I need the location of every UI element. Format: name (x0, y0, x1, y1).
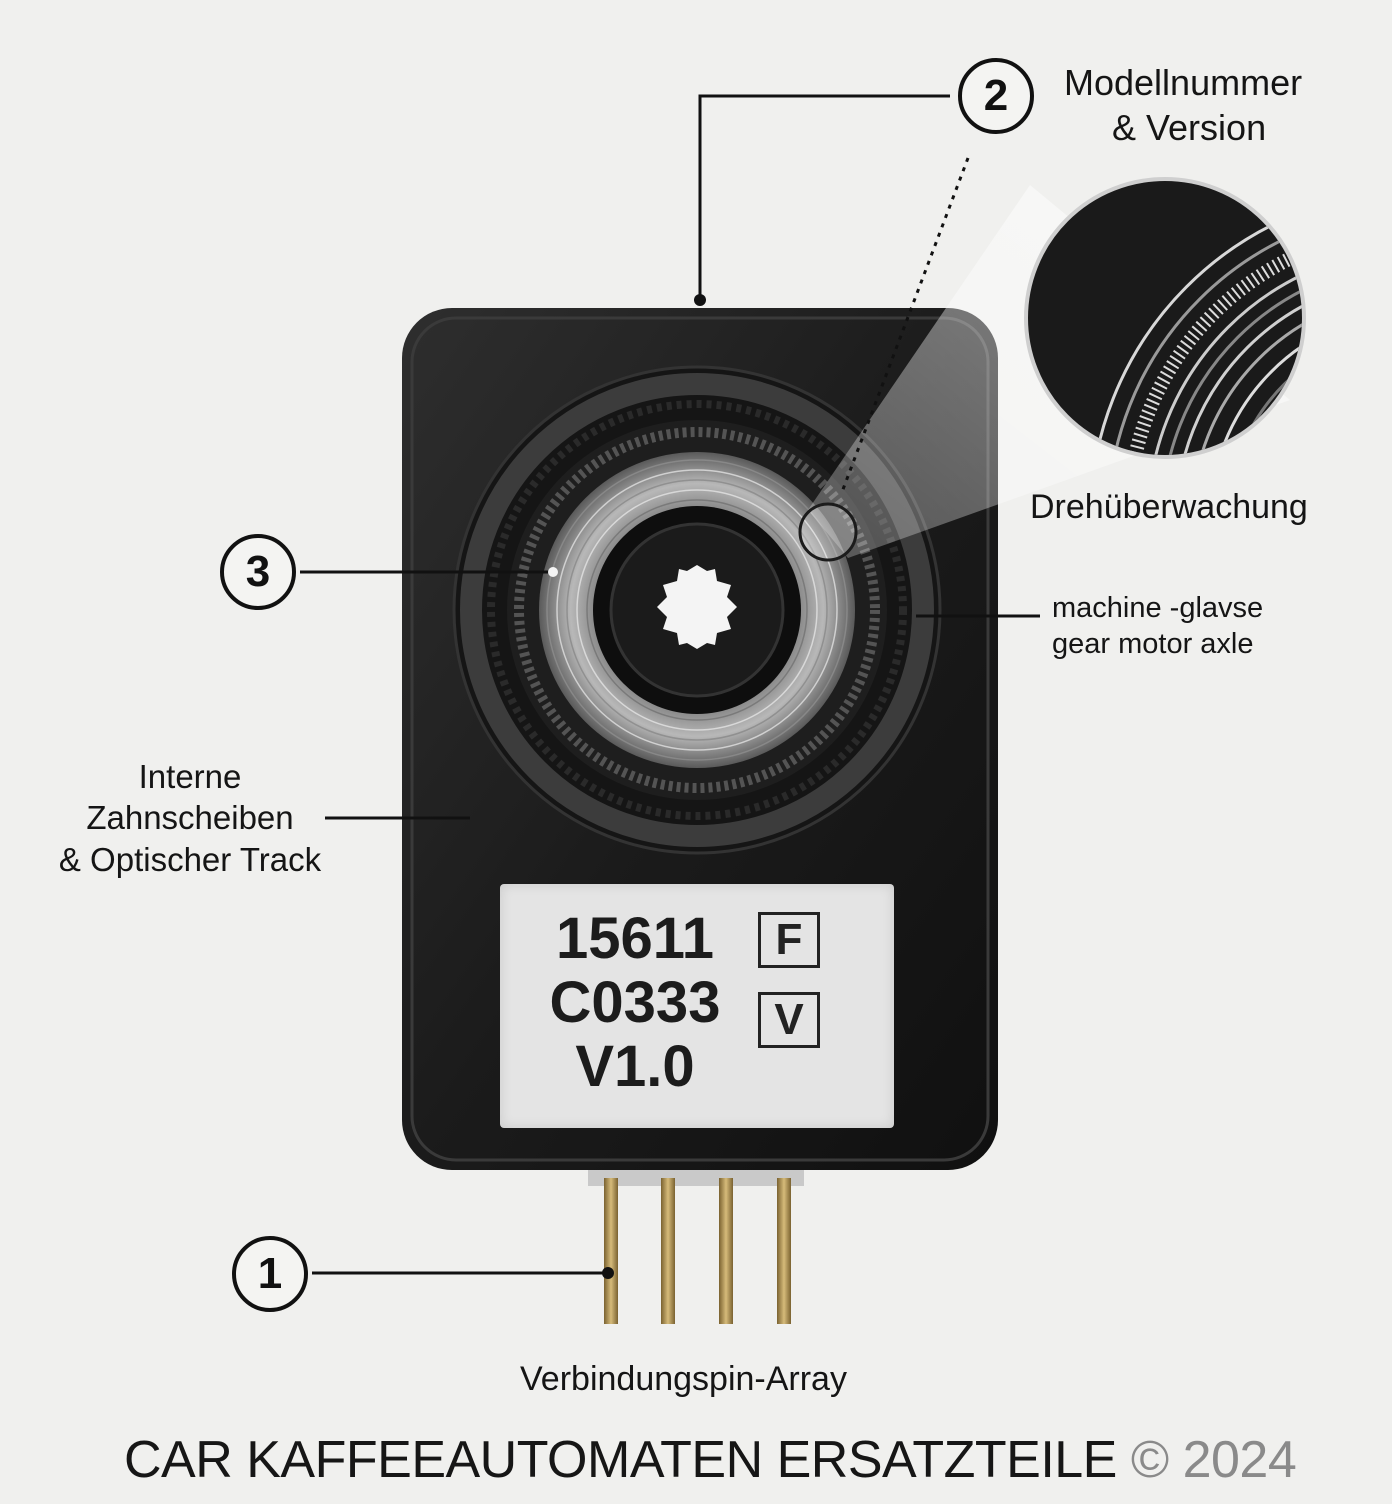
connector-pins (588, 1164, 804, 1324)
model-sticker: 15611 C0333 V1.0 F V (500, 884, 894, 1128)
part-code: C0333 (549, 970, 721, 1035)
callout-1: 1 (232, 1236, 308, 1312)
label-model-version: Modellnummer & Version (1064, 60, 1302, 150)
label-internal-line1: Interne (138, 758, 242, 795)
footer: CAR KAFFEEAUTOMATEN ERSATZTEILE © 2024 (124, 1428, 1297, 1493)
label-internal-line3: & Optischer Track (58, 840, 322, 878)
label-pins: Verbindungspin-Array (520, 1360, 847, 1398)
model-number: 15611 (555, 906, 715, 971)
label-internal-line2: Zahnscheiben (86, 799, 294, 837)
marking-box-bottom: V (758, 992, 820, 1048)
version-code: V1.0 (575, 1034, 695, 1099)
label-model-line2: & Version (1112, 107, 1267, 148)
label-internal: Interne Zahnscheiben & Optischer Track (40, 756, 340, 880)
footer-year: © 2024 (1130, 1431, 1297, 1489)
leader-2 (698, 94, 950, 298)
label-rotation: Drehüberwachung (1030, 488, 1308, 526)
label-axle-line2: gear motor axle (1052, 628, 1254, 661)
marking-box-top: F (758, 912, 820, 968)
sensor-spot (798, 502, 858, 562)
label-axle: machine -glavse gear motor axle (1052, 590, 1263, 663)
label-model-line1: Modellnummer (1064, 62, 1303, 103)
callout-2: 2 (958, 58, 1034, 134)
gear-wheel (452, 365, 942, 855)
footer-brand: CAR KAFFEEAUTOMATEN ERSATZTEILE (124, 1431, 1117, 1489)
callout-3: 3 (220, 534, 296, 610)
label-axle-line1: machine -glavse (1052, 592, 1264, 624)
zoom-inset (1024, 177, 1306, 459)
